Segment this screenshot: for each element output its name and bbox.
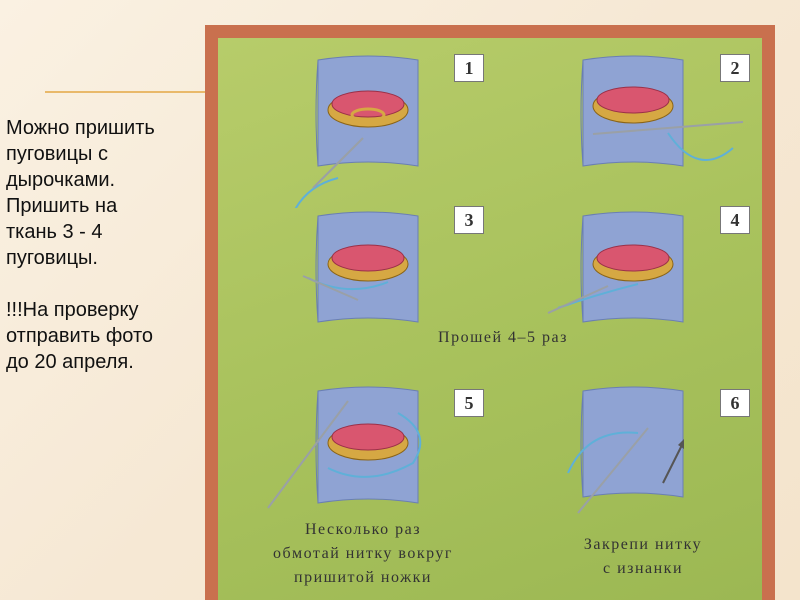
secure-caption: Закрепи нитку с изнанки: [543, 533, 743, 581]
step-4-illustration: [547, 211, 684, 323]
step-3: 3: [218, 198, 498, 348]
step-5-illustration: [267, 386, 422, 509]
step-1-illustration: [294, 55, 419, 208]
instruction-illustration: 1 2 3: [218, 38, 762, 600]
deadline-note: !!!На проверку отправить фото до 20 апре…: [6, 297, 211, 375]
step-3-illustration: [302, 211, 419, 323]
task-line-5: ткань 3 - 4: [6, 221, 103, 243]
secure-caption-line-2: с изнанки: [602, 560, 684, 577]
step-6-number: 6: [720, 389, 750, 417]
wind-caption-line-3: пришитой ножки: [294, 569, 432, 586]
step-6: 6: [498, 373, 762, 523]
step-1: 1: [218, 38, 498, 208]
task-line-6: пуговицы.: [6, 247, 98, 269]
decorative-rule: [45, 91, 205, 93]
instruction-illustration-frame: 1 2 3: [205, 25, 775, 600]
step-2-illustration: [580, 55, 744, 167]
note-line-3: до 20 апреля.: [6, 351, 134, 373]
step-2-number: 2: [720, 54, 750, 82]
wind-caption: Несколько раз обмотай нитку вокруг приши…: [233, 518, 493, 590]
note-line-2: отправить фото: [6, 325, 154, 347]
task-line-1: Можно пришить: [6, 117, 155, 139]
step-1-number: 1: [454, 54, 484, 82]
step-5: 5: [218, 373, 498, 523]
secure-caption-line-1: Закрепи нитку: [583, 536, 703, 553]
note-line-1: !!!На проверку: [6, 299, 139, 321]
step-4: 4: [498, 198, 762, 348]
step-4-number: 4: [720, 206, 750, 234]
task-paragraph: Можно пришить пуговицы с дырочками. Приш…: [6, 115, 211, 271]
step-3-number: 3: [454, 206, 484, 234]
wind-caption-line-2: обмотай нитку вокруг: [273, 545, 453, 562]
step-2: 2: [498, 38, 762, 208]
step-6-illustration: [567, 386, 684, 514]
stitch-caption: Прошей 4–5 раз: [438, 329, 568, 346]
wind-caption-line-1: Несколько раз: [304, 521, 422, 538]
task-line-4: Пришить на: [6, 195, 118, 217]
step-5-number: 5: [454, 389, 484, 417]
task-line-3: дырочками.: [6, 169, 116, 191]
task-line-2: пуговицы с: [6, 143, 108, 165]
instruction-text: Можно пришить пуговицы с дырочками. Приш…: [6, 115, 211, 401]
